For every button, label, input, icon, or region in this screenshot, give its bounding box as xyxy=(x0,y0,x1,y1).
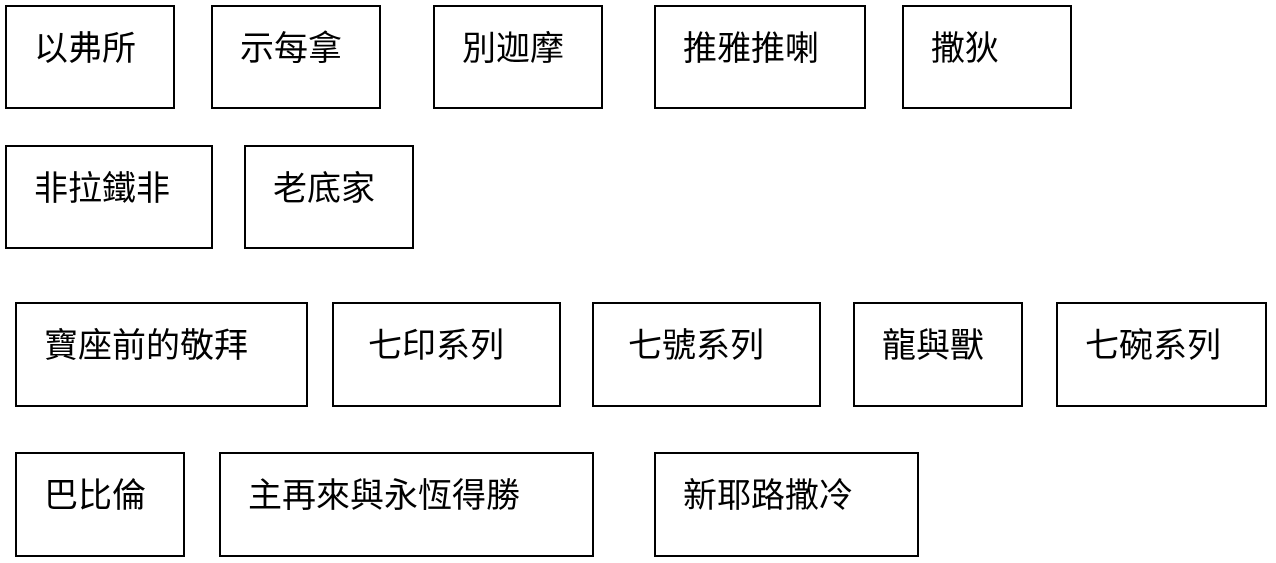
box-label: 龍與獸 xyxy=(882,326,984,366)
box-label: 新耶路撒冷 xyxy=(683,476,853,516)
box-sardis: 撒狄 xyxy=(902,5,1072,109)
box-thyatira: 推雅推喇 xyxy=(654,5,866,109)
box-label: 七號系列 xyxy=(628,326,764,366)
box-pergamum: 別迦摩 xyxy=(433,5,603,109)
box-seven-seals: 七印系列 xyxy=(332,302,561,407)
box-label: 巴比倫 xyxy=(44,476,146,516)
box-new-jerusalem: 新耶路撒冷 xyxy=(654,452,919,557)
box-label: 七碗系列 xyxy=(1085,326,1221,366)
box-dragon-beast: 龍與獸 xyxy=(853,302,1023,407)
box-label: 別迦摩 xyxy=(462,29,564,69)
box-label: 以弗所 xyxy=(34,29,136,69)
box-laodicea: 老底家 xyxy=(244,145,414,249)
box-label: 主再來與永恆得勝 xyxy=(248,476,520,516)
box-return-eternal-victory: 主再來與永恆得勝 xyxy=(219,452,594,557)
box-throne-worship: 寶座前的敬拜 xyxy=(15,302,308,407)
box-label: 推雅推喇 xyxy=(683,29,819,69)
box-seven-trumpets: 七號系列 xyxy=(592,302,821,407)
box-label: 七印系列 xyxy=(368,326,504,366)
box-seven-bowls: 七碗系列 xyxy=(1056,302,1267,407)
box-label: 寶座前的敬拜 xyxy=(44,326,248,366)
box-babylon: 巴比倫 xyxy=(15,452,185,557)
box-smyrna: 示每拿 xyxy=(211,5,381,109)
box-philadelphia: 非拉鐵非 xyxy=(5,145,213,249)
box-label: 示每拿 xyxy=(240,29,342,69)
box-label: 非拉鐵非 xyxy=(34,169,170,209)
box-label: 撒狄 xyxy=(931,29,999,69)
box-ephesus: 以弗所 xyxy=(5,5,175,109)
box-label: 老底家 xyxy=(273,169,375,209)
